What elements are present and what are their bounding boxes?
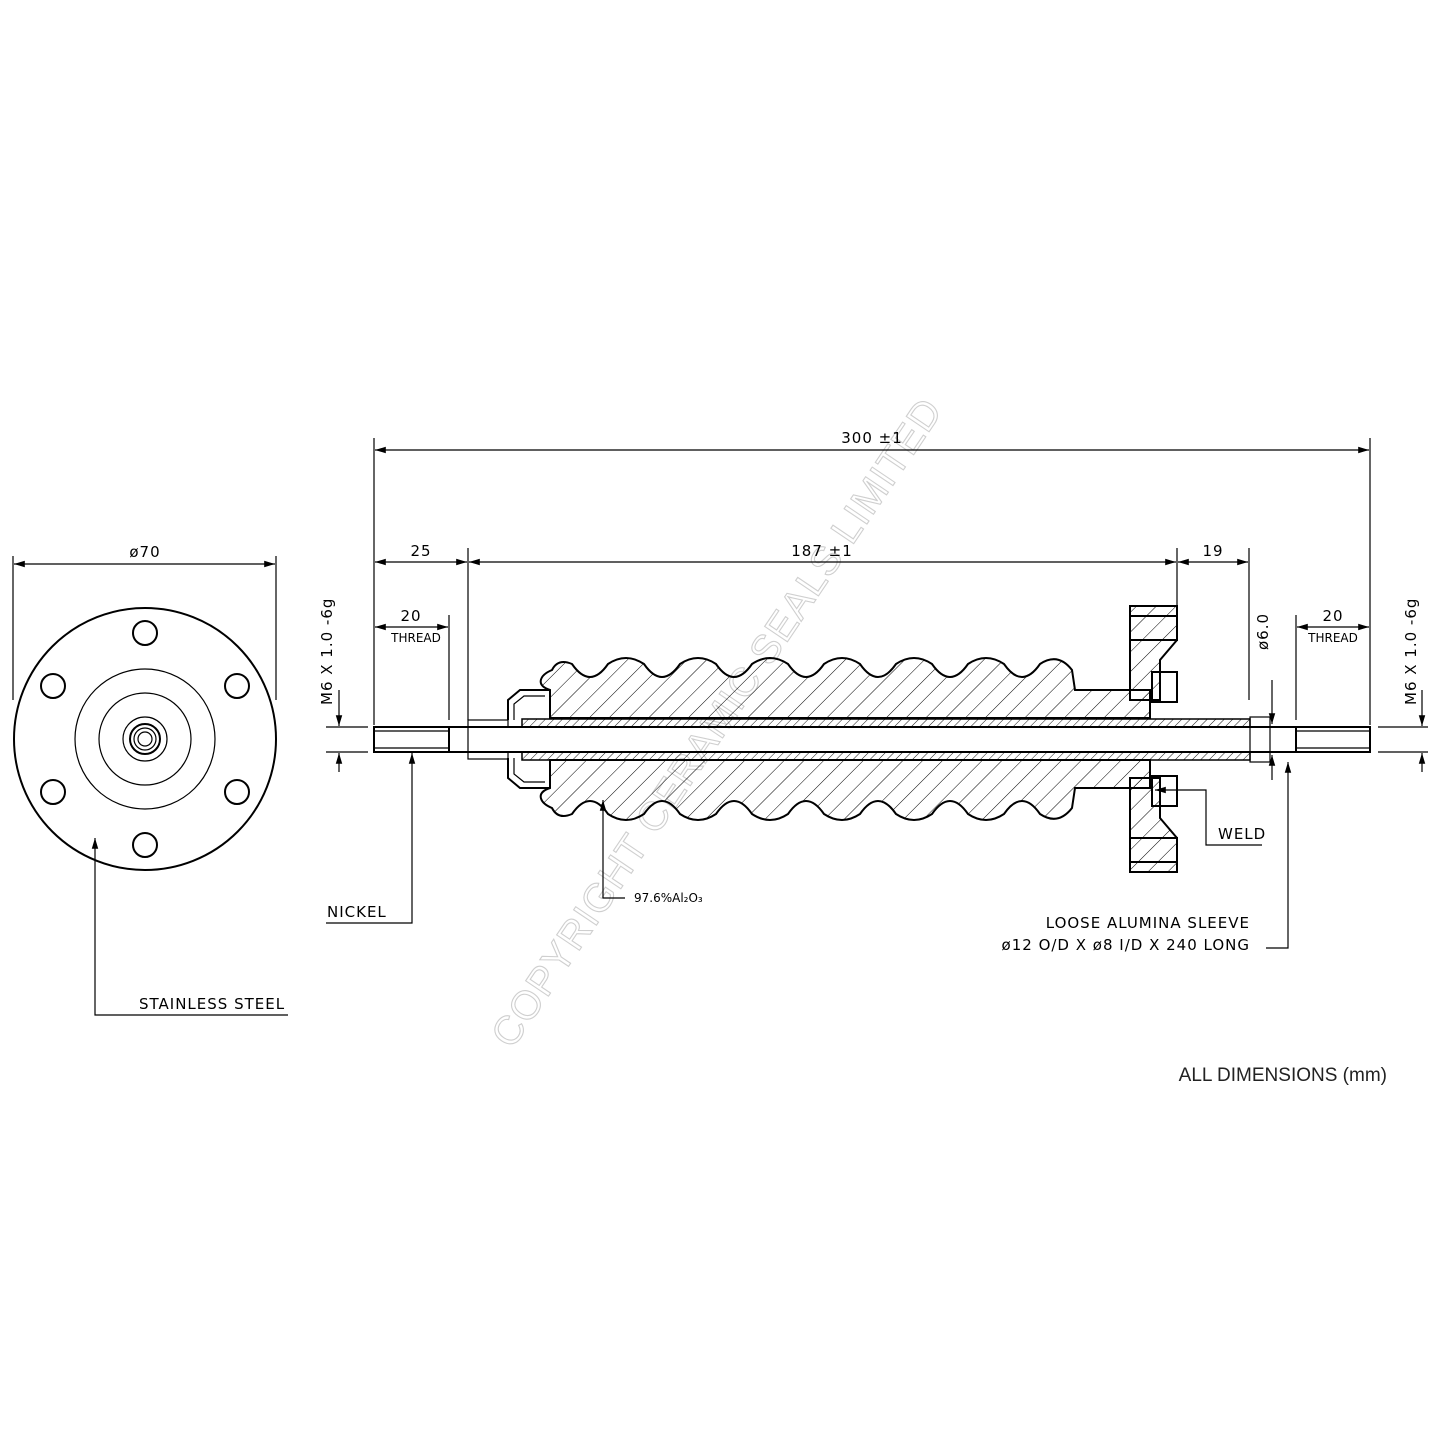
flange-hole — [40, 779, 66, 805]
nickel-label: NICKEL — [327, 903, 387, 921]
insulator-inner-ring — [98, 692, 192, 786]
right-thread-word: THREAD — [1307, 631, 1358, 645]
stainless-steel-leader — [91, 838, 288, 1016]
left-end-label: 25 — [410, 542, 431, 560]
insulator-leader — [599, 800, 625, 899]
stainless-steel-label: STAINLESS STEEL — [139, 995, 285, 1013]
right-thread-spec: M6 X 1.0 -6g — [1402, 598, 1420, 705]
flange-hole — [132, 832, 158, 858]
right-thread-length: 20 — [1322, 607, 1343, 625]
sleeve-label-line-1: LOOSE ALUMINA SLEEVE — [1046, 914, 1250, 932]
alumina-sleeve-top — [521, 718, 1251, 728]
insulator-material-label: 97.6%Al₂O₃ — [634, 891, 703, 905]
flange-hole — [132, 620, 158, 646]
left-thread-length: 20 — [400, 607, 421, 625]
flange-hole — [40, 673, 66, 699]
conductor-rod — [373, 726, 1371, 753]
end-view-diameter-label: ø70 — [129, 543, 160, 561]
flange-outline — [13, 607, 277, 871]
nickel-leader — [326, 753, 416, 924]
pin-end — [129, 723, 161, 755]
ceramic-insulator-bottom — [539, 759, 1151, 821]
sleeve-label-line-2: ø12 O/D X ø8 I/D X 240 LONG — [1002, 936, 1250, 954]
alumina-sleeve-bottom — [521, 751, 1251, 761]
flange-section-bottom — [1129, 777, 1178, 873]
weld-leader — [1155, 786, 1262, 846]
weld-label: WELD — [1218, 825, 1266, 843]
left-thread-word: THREAD — [390, 631, 441, 645]
side-view: 300 ±1 25 187 ±1 19 20 THREAD 20 THREAD … — [318, 429, 1428, 954]
flange-hole — [224, 779, 250, 805]
flange-hole — [224, 673, 250, 699]
centre-length-label: 187 ±1 — [791, 542, 853, 560]
overall-length-label: 300 ±1 — [841, 429, 903, 447]
left-thread-spec: M6 X 1.0 -6g — [318, 598, 336, 705]
sleeve-leader — [1266, 762, 1292, 949]
flange-section-top — [1129, 605, 1178, 701]
right-end-label: 19 — [1202, 542, 1223, 560]
ceramic-insulator-top — [539, 657, 1151, 719]
dimensions-note: ALL DIMENSIONS (mm) — [1179, 1065, 1387, 1086]
end-view: ø70 STAINLESS STEEL — [12, 543, 288, 1016]
left-end-cap — [507, 689, 550, 789]
pin-diameter-label: ø6.0 — [1254, 613, 1272, 650]
conductor-ring — [122, 716, 168, 762]
insulator-outer-ring — [74, 668, 216, 810]
